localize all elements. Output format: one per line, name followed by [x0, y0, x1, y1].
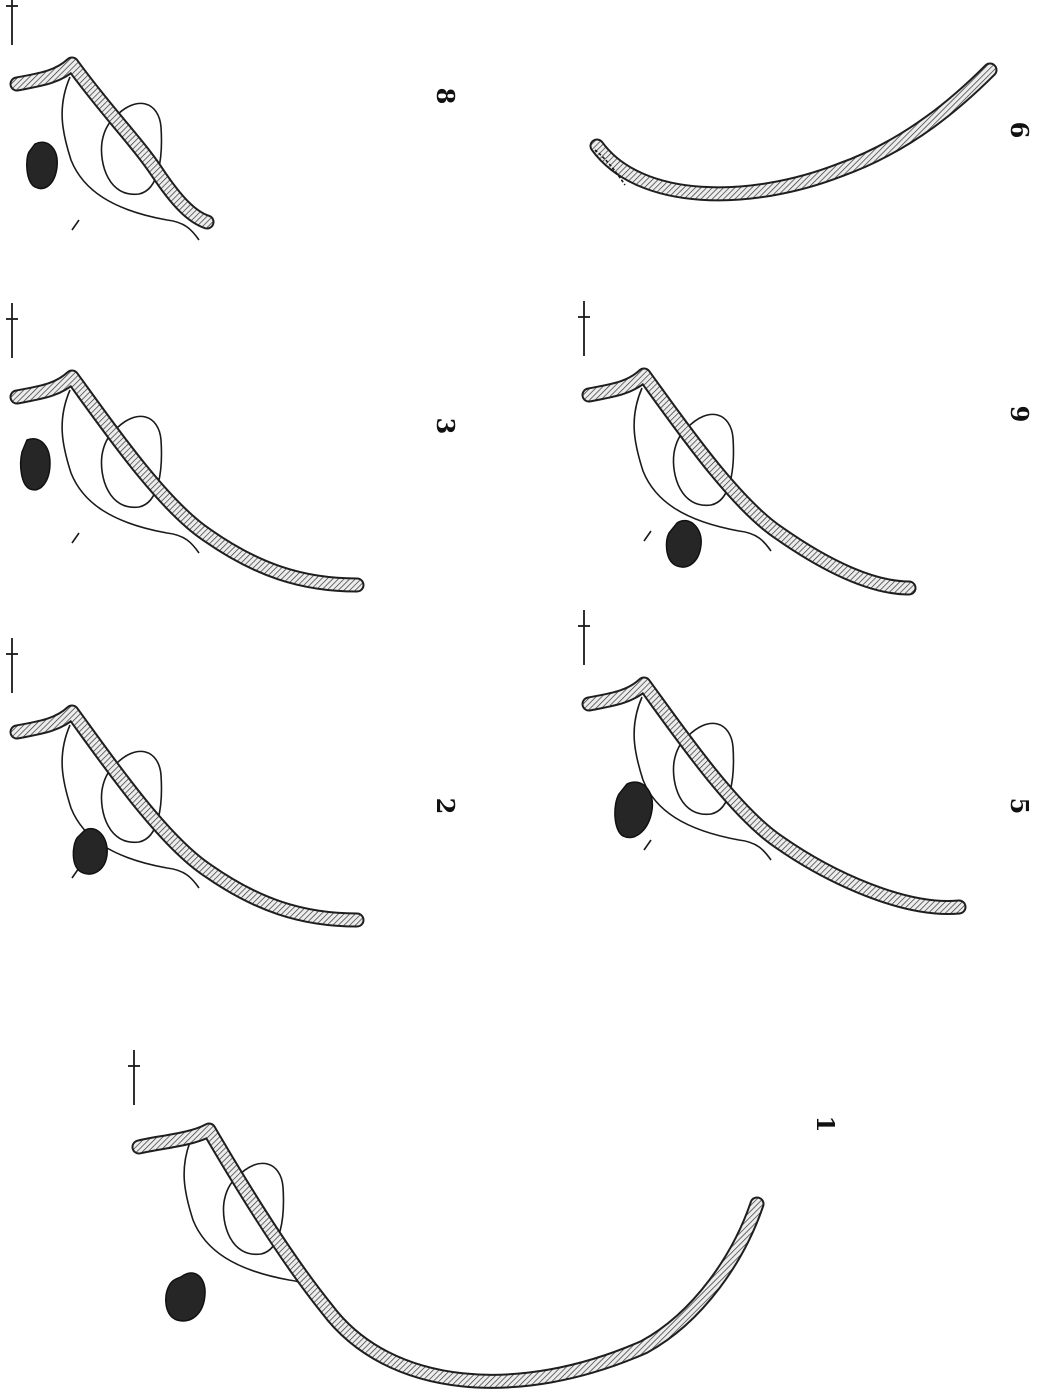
figure-number-5: 5	[1005, 798, 1034, 815]
figure-number-9: 9	[1005, 406, 1034, 423]
figure-2	[6, 638, 357, 920]
figure-number-6: 6	[1005, 122, 1034, 139]
figure-number-1: 1	[811, 1116, 840, 1133]
figure-9	[578, 301, 909, 588]
figure-3	[6, 303, 357, 585]
figure-number-2: 2	[431, 798, 460, 815]
figure-1	[128, 1050, 757, 1381]
figure-6	[595, 70, 990, 194]
figure-number-8: 8	[431, 88, 460, 105]
figure-5	[578, 610, 959, 907]
figure-8	[6, 0, 207, 240]
figure-number-3: 3	[431, 418, 460, 435]
